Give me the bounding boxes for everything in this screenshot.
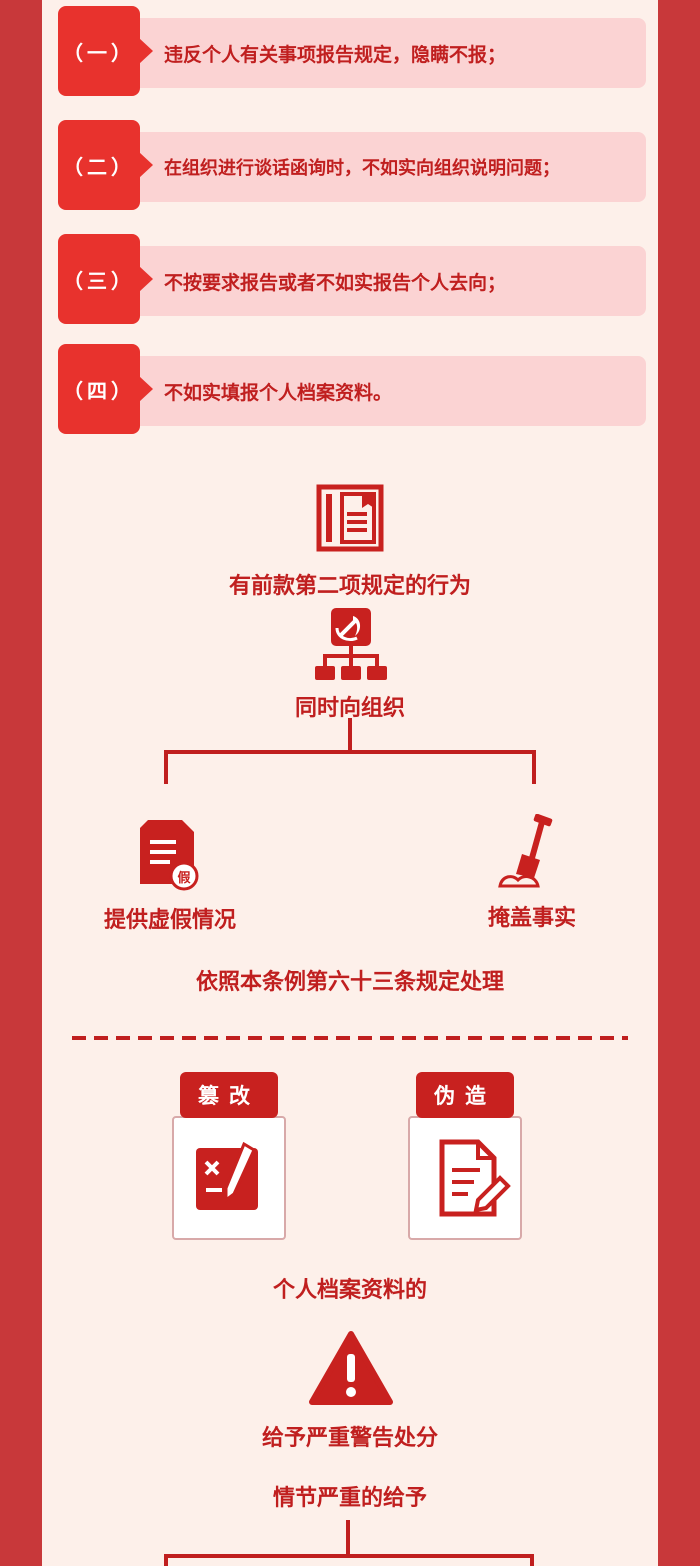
fake-badge: 假 bbox=[177, 871, 191, 886]
item-bar bbox=[118, 356, 646, 426]
connector-line bbox=[530, 1554, 534, 1566]
dashed-divider bbox=[72, 1036, 628, 1040]
handling-label: 依照本条例第六十三条规定处理 bbox=[195, 970, 504, 995]
edit-form-icon bbox=[196, 1141, 258, 1210]
list-item: （一） 违反个人有关事项报告规定，隐瞒不报； bbox=[58, 6, 646, 96]
connector-line bbox=[532, 750, 536, 784]
serious-case-label: 情节严重的给予 bbox=[272, 1486, 427, 1511]
simultaneous-label: 同时向组织 bbox=[294, 696, 405, 721]
item-tag: （一） bbox=[58, 6, 153, 96]
connector-line bbox=[348, 718, 352, 752]
list-item: （三） 不按要求报告或者不如实报告个人去向； bbox=[58, 234, 646, 324]
item-tag: （三） bbox=[58, 234, 153, 324]
false-document-icon: 假 bbox=[138, 820, 200, 892]
forge-card bbox=[408, 1116, 522, 1240]
tamper-tag: 篡改 bbox=[180, 1072, 278, 1118]
shovel-icon bbox=[498, 814, 553, 888]
prior-clause-label: 有前款第二项规定的行为 bbox=[228, 574, 471, 599]
forge-tag: 伪造 bbox=[416, 1072, 514, 1118]
connector-line bbox=[164, 1554, 534, 1558]
party-organization-icon bbox=[315, 608, 387, 680]
document-icon bbox=[316, 484, 384, 552]
connector-line bbox=[346, 1520, 350, 1556]
item-text: 不如实填报个人档案资料。 bbox=[164, 381, 393, 404]
forged-document-icon bbox=[439, 1139, 511, 1217]
item-tag: （二） bbox=[58, 120, 153, 210]
cover-up-label: 掩盖事实 bbox=[487, 906, 576, 931]
serious-warning-label: 给予严重警告处分 bbox=[261, 1426, 438, 1451]
connector-line bbox=[164, 750, 168, 784]
item-bar bbox=[118, 132, 646, 202]
archive-label: 个人档案资料的 bbox=[272, 1278, 427, 1303]
false-info-label: 提供虚假情况 bbox=[103, 908, 236, 933]
list-item: （四） 不如实填报个人档案资料。 bbox=[58, 344, 646, 434]
item-bar bbox=[118, 246, 646, 316]
item-text: 违反个人有关事项报告规定，隐瞒不报； bbox=[164, 43, 507, 66]
list-item: （二） 在组织进行谈话函询时，不如实向组织说明问题； bbox=[58, 120, 646, 210]
connector-line bbox=[164, 750, 536, 754]
item-tag: （四） bbox=[58, 344, 153, 434]
item-bar bbox=[118, 18, 646, 88]
item-text: 不按要求报告或者不如实报告个人去向； bbox=[164, 271, 507, 294]
connector-line bbox=[164, 1554, 168, 1566]
item-text: 在组织进行谈话函询时，不如实向组织说明问题； bbox=[164, 158, 560, 179]
warning-icon bbox=[309, 1331, 393, 1405]
